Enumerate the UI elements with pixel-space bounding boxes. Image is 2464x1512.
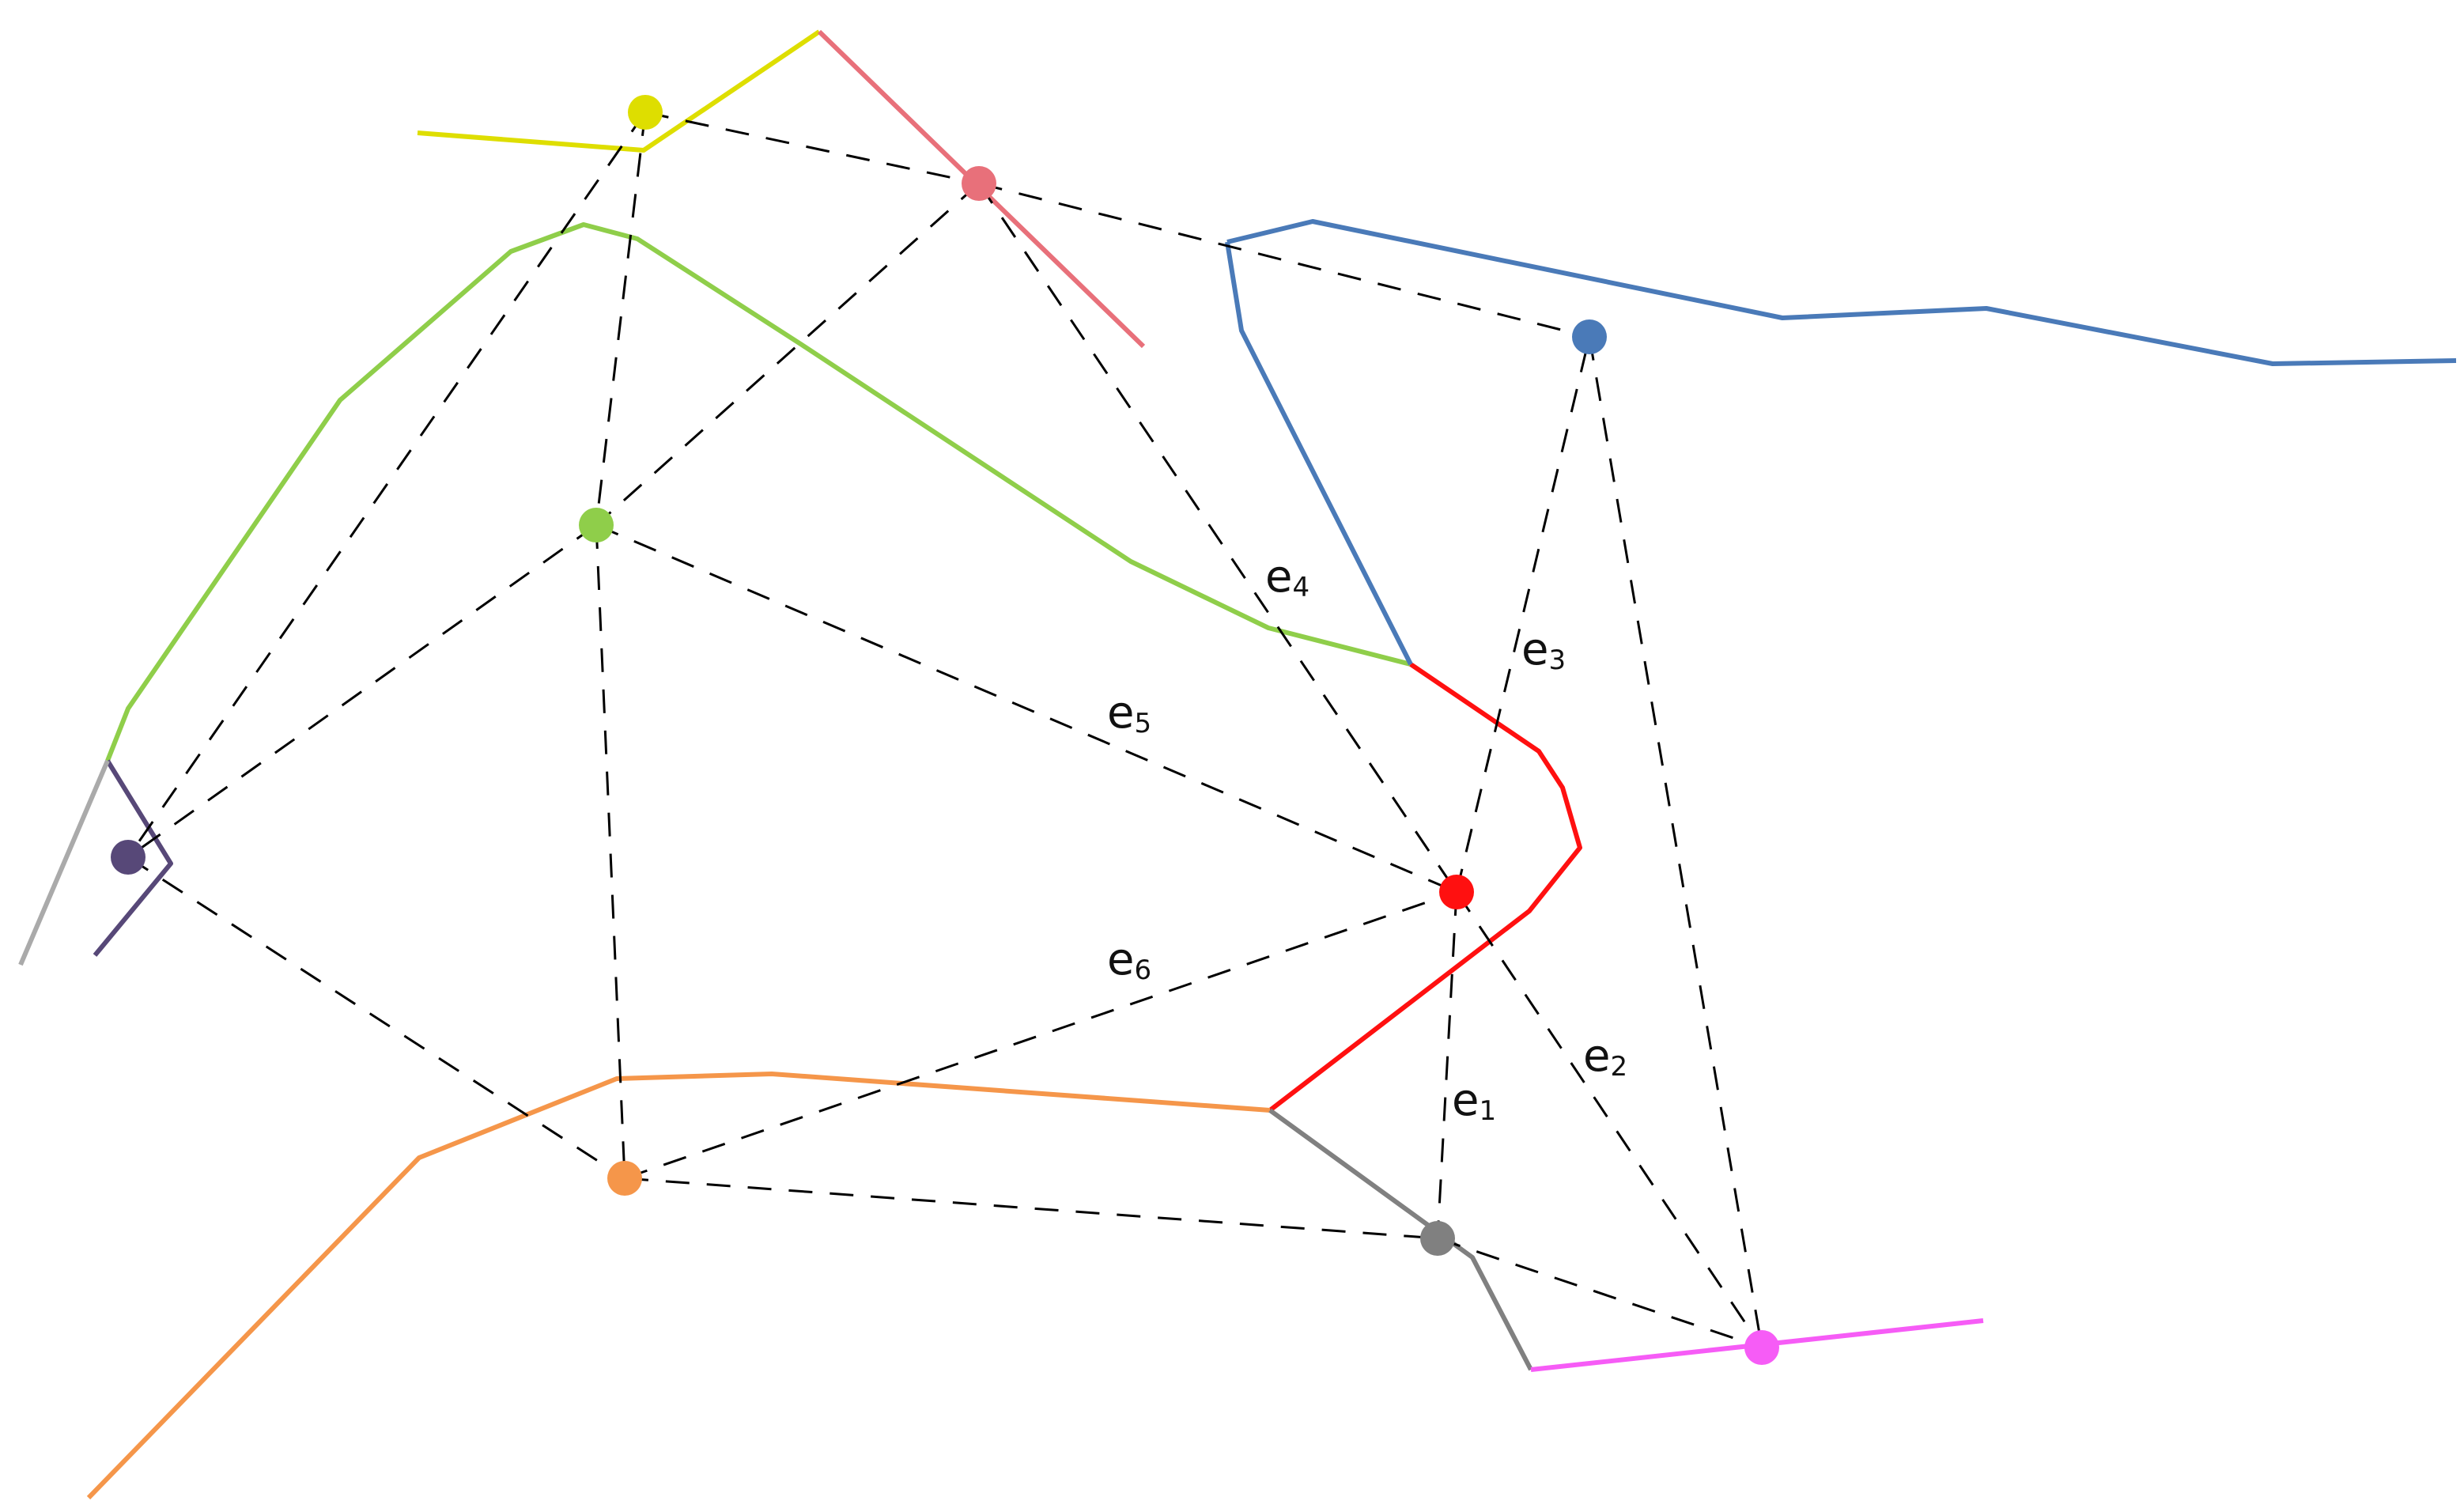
edge-label-letter: e (1452, 1075, 1479, 1126)
boundary-green (105, 222, 1412, 762)
boundary-gray-left (18, 759, 110, 966)
edge-yellow-green (595, 112, 647, 526)
edge-label-e2: e2 (1583, 1030, 1627, 1083)
edge-label-subscript: 1 (1479, 1095, 1496, 1127)
node-green (579, 508, 614, 542)
edge-label-e5: e5 (1107, 687, 1151, 739)
dashed-edges (127, 111, 1763, 1349)
edge-label-subscript: 6 (1134, 954, 1151, 986)
node-blue (1572, 319, 1607, 354)
edge-red-blue (1455, 336, 1591, 893)
edge-blue-magenta (1588, 336, 1763, 1348)
boundary-red (1268, 662, 1582, 1113)
edge-label-letter: e (1583, 1030, 1610, 1082)
edge-label-letter: e (1107, 934, 1134, 985)
node-gray (1420, 1221, 1455, 1256)
edge-label-letter: e (1521, 624, 1548, 675)
edge-purple-orange (127, 856, 625, 1180)
edge-salmon-green (595, 182, 980, 527)
edge-label-e3: e3 (1521, 624, 1566, 676)
edge-green-purple (127, 524, 597, 859)
edge-label-e1: e1 (1452, 1075, 1496, 1127)
boundary-lines (18, 29, 2457, 1500)
edge-label-e4: e4 (1265, 551, 1309, 603)
edge-label-letter: e (1265, 551, 1292, 603)
nodes (111, 95, 1779, 1365)
boundary-orange (86, 1072, 1271, 1500)
boundary-yellow (417, 29, 821, 153)
edge-red-magenta (1455, 891, 1763, 1348)
boundary-blue (1226, 219, 2457, 366)
boundary-purple (93, 759, 173, 957)
edge-label-subscript: 2 (1610, 1051, 1627, 1083)
node-yellow (628, 95, 663, 130)
edge-salmon-blue (978, 182, 1590, 338)
edge-salmon-red (977, 183, 1458, 893)
edge-label-e6: e6 (1107, 934, 1151, 986)
boundary-gray-bottom (1268, 1108, 1533, 1371)
edge-label-letter: e (1107, 687, 1134, 739)
node-red (1439, 875, 1474, 909)
edge-orange-gray (624, 1177, 1438, 1240)
edge-label-subscript: 5 (1134, 708, 1151, 739)
edge-label-subscript: 3 (1548, 644, 1566, 676)
node-orange (607, 1161, 642, 1196)
boundary-blue (1225, 241, 1413, 666)
edge-green-red (595, 524, 1457, 894)
node-magenta (1744, 1330, 1779, 1365)
edge-label-subscript: 4 (1292, 572, 1309, 603)
edge-green-orange (595, 524, 626, 1179)
edge-orange-red (624, 890, 1457, 1180)
edge-yellow-purple (127, 112, 647, 858)
node-purple (111, 840, 145, 875)
edge-red-gray (1436, 891, 1458, 1239)
node-salmon (962, 166, 996, 201)
edge-gray-magenta (1437, 1237, 1763, 1349)
edge-yellow-salmon (644, 111, 980, 185)
